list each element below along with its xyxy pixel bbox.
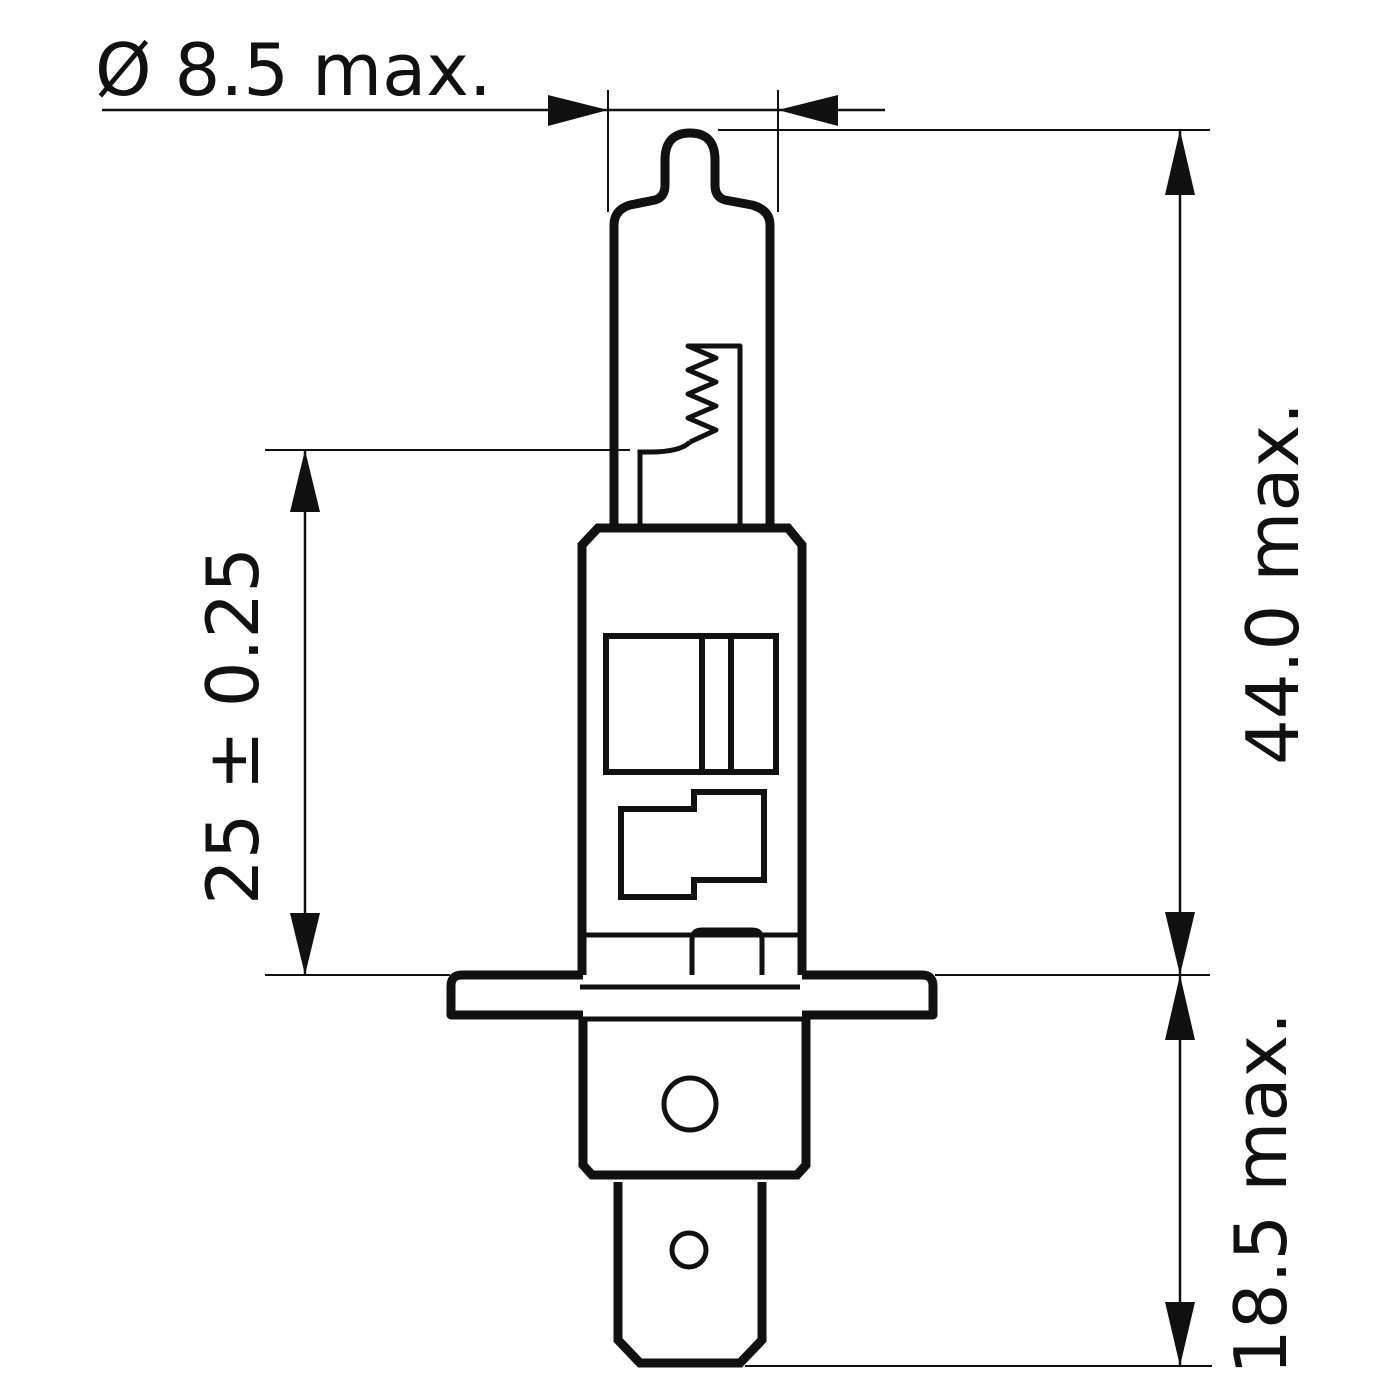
overall-height-dimension: 44.0 max.	[1165, 130, 1315, 975]
stepped-slot	[618, 789, 767, 900]
base-height-dimension: 18.5 max.	[1165, 975, 1303, 1375]
arrow-down-icon	[1165, 1302, 1195, 1366]
arrow-down-icon	[1165, 912, 1195, 975]
arrow-right-icon	[548, 95, 608, 126]
arrow-left-icon	[778, 95, 838, 126]
light-center-label: 25 ± 0.25	[191, 547, 275, 905]
connector-hole-icon	[661, 1075, 719, 1133]
filament	[637, 343, 743, 528]
arrow-down-icon	[290, 913, 320, 975]
connector-body	[578, 1017, 811, 1180]
terminal-tab	[613, 1182, 767, 1368]
light-center-dimension: 25 ± 0.25	[191, 450, 320, 975]
window-rectangle	[603, 633, 779, 775]
arrow-up-icon	[1165, 975, 1195, 1040]
diameter-dimension: Ø 8.5 max.	[95, 28, 885, 212]
diameter-label: Ø 8.5 max.	[95, 28, 492, 112]
arrow-up-icon	[1165, 130, 1195, 195]
arrow-up-icon	[290, 450, 320, 512]
flange	[446, 970, 938, 1022]
glass-envelope	[609, 128, 775, 530]
base-height-label: 18.5 max.	[1219, 1012, 1303, 1375]
base-housing	[577, 523, 807, 975]
terminal-hole-icon	[669, 1230, 709, 1270]
overall-height-label: 44.0 max.	[1231, 402, 1315, 765]
